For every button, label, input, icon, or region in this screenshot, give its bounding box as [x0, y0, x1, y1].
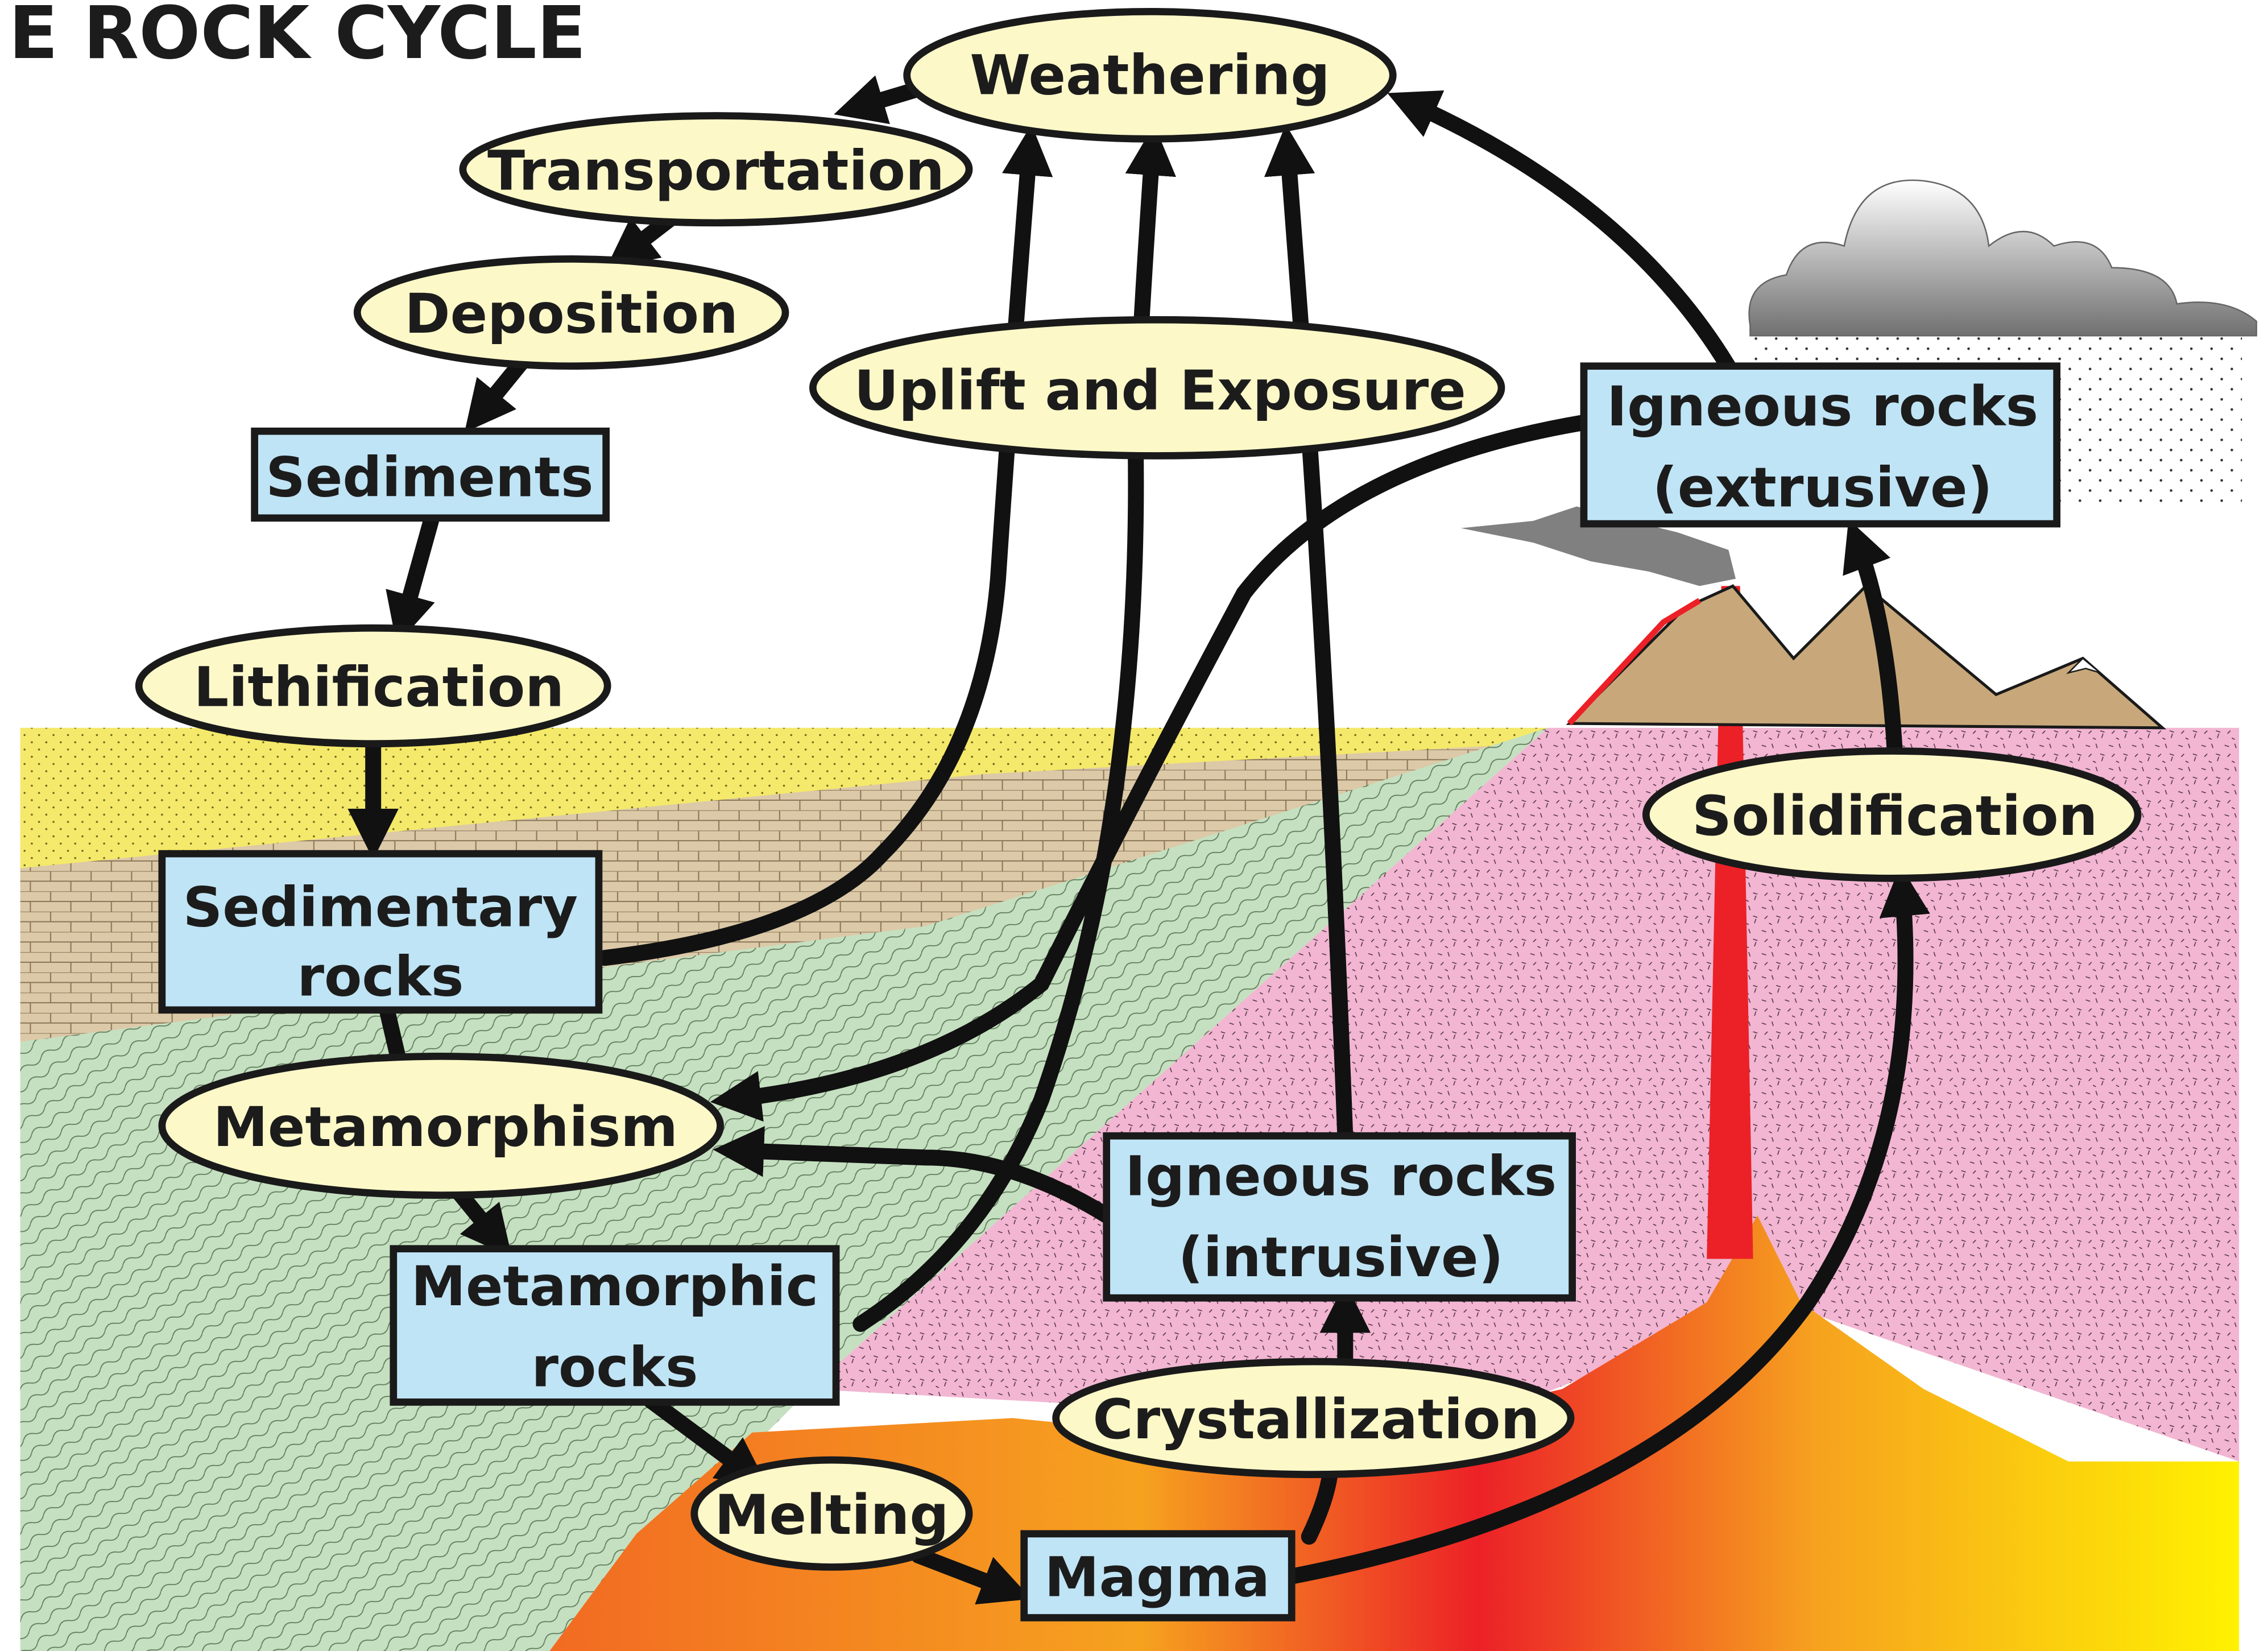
- arrow-intrusive-to-weathering: [1264, 124, 1354, 1144]
- label-sediments: Sediments: [266, 445, 593, 510]
- process-lithification: Lithification: [135, 624, 611, 748]
- arrow-solidification-to-extrusive: [1843, 519, 1903, 761]
- label-metamorphic-line1: Metamorphic: [411, 1254, 818, 1318]
- process-weathering: Weathering: [903, 7, 1397, 143]
- arrow-sediments-to-lithification: [386, 512, 439, 645]
- label-metamorphic-line2: rocks: [531, 1335, 698, 1399]
- arrow-metamorphic-to-weathering: [852, 124, 1176, 1332]
- arrow-magma-to-solidification: [1279, 865, 1930, 1586]
- material-sediments: Sediments: [251, 427, 610, 522]
- label-transportation: Transportation: [487, 138, 945, 202]
- material-magma: Magma: [1020, 1530, 1296, 1621]
- process-crystallization: Crystallization: [1052, 1358, 1575, 1478]
- label-igneous-extrusive-line1: Igneous rocks: [1607, 374, 2038, 438]
- process-deposition: Deposition: [353, 255, 789, 370]
- volcanic-conduit: [1707, 586, 1753, 1259]
- label-lithification: Lithification: [194, 655, 564, 719]
- process-uplift: Uplift and Exposure: [809, 316, 1505, 460]
- process-melting: Melting: [690, 1456, 973, 1571]
- label-solidification: Solidification: [1692, 784, 2097, 848]
- arrow-extrusive-to-metamorphism: [710, 414, 1592, 1122]
- arrow-extrusive-to-weathering: [1387, 90, 1744, 387]
- arrow-melting-to-magma: [910, 1547, 1032, 1605]
- material-igneous-intrusive: Igneous rocks (intrusive): [1103, 1132, 1576, 1302]
- process-metamorphism: Metamorphism: [158, 1052, 724, 1199]
- process-solidification: Solidification: [1642, 747, 2142, 882]
- label-igneous-intrusive-line1: Igneous rocks: [1125, 1144, 1557, 1209]
- label-metamorphism: Metamorphism: [213, 1095, 678, 1159]
- label-sedimentary-line2: rocks: [297, 944, 463, 1008]
- label-igneous-intrusive-line2: (intrusive): [1178, 1225, 1504, 1289]
- label-weathering: Weathering: [970, 43, 1330, 107]
- material-metamorphic-rocks: Metamorphic rocks: [390, 1245, 840, 1406]
- arrow-sedimentary-to-metamorphism: [379, 1004, 406, 1065]
- arrow-metamorphic-to-melting: [643, 1392, 769, 1488]
- label-igneous-extrusive-line2: (extrusive): [1653, 455, 1993, 519]
- label-crystallization: Crystallization: [1093, 1387, 1540, 1451]
- mountain-range: [1566, 584, 2167, 730]
- label-uplift: Uplift and Exposure: [854, 358, 1466, 423]
- label-magma: Magma: [1044, 1545, 1269, 1609]
- diagram-title: E ROCK CYCLE: [9, 0, 586, 75]
- material-igneous-extrusive: Igneous rocks (extrusive): [1580, 362, 2061, 528]
- material-sedimentary-rocks: Sedimentary rocks: [158, 850, 603, 1014]
- label-sedimentary-line1: Sedimentary: [183, 875, 578, 939]
- label-deposition: Deposition: [404, 282, 738, 346]
- process-transportation: Transportation: [459, 112, 973, 227]
- metamorphic-zone: [20, 727, 1548, 1651]
- label-melting: Melting: [714, 1483, 949, 1547]
- arrow-metamorphism-to-metamorphic: [452, 1186, 512, 1257]
- volcanic-plume: [1460, 506, 1736, 586]
